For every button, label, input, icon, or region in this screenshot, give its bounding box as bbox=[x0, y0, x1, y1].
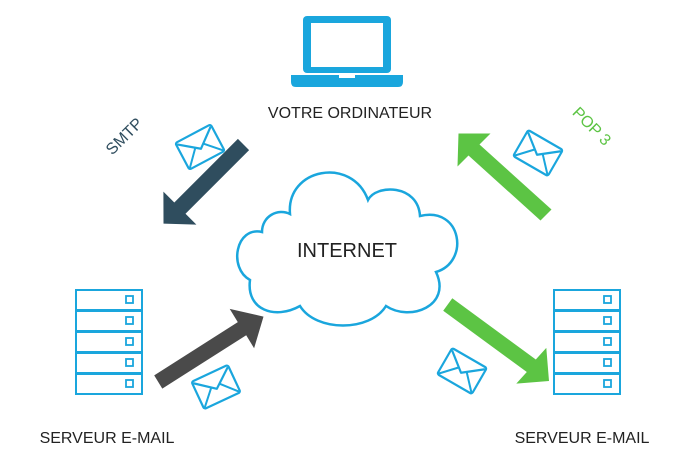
pop3-label: POP 3 bbox=[569, 104, 614, 149]
envelope-icon bbox=[436, 346, 488, 396]
download-arrow-icon bbox=[443, 298, 549, 384]
laptop-icon bbox=[291, 16, 403, 87]
envelope-icon bbox=[512, 128, 564, 178]
server-icon-right bbox=[553, 289, 621, 395]
envelope-icon bbox=[190, 363, 242, 411]
pop3-arrow-icon bbox=[457, 133, 552, 221]
upload-arrow-icon bbox=[154, 308, 264, 389]
server-left-label: SERVEUR E-MAIL bbox=[40, 430, 175, 447]
computer-label: VOTRE ORDINATEUR bbox=[268, 105, 432, 122]
cloud-icon bbox=[235, 171, 459, 327]
internet-label: INTERNET bbox=[297, 240, 397, 262]
server-right-label: SERVEUR E-MAIL bbox=[515, 430, 650, 447]
smtp-arrow-icon bbox=[163, 138, 250, 225]
server-icon-left bbox=[75, 289, 143, 395]
smtp-label: SMTP bbox=[103, 115, 146, 158]
